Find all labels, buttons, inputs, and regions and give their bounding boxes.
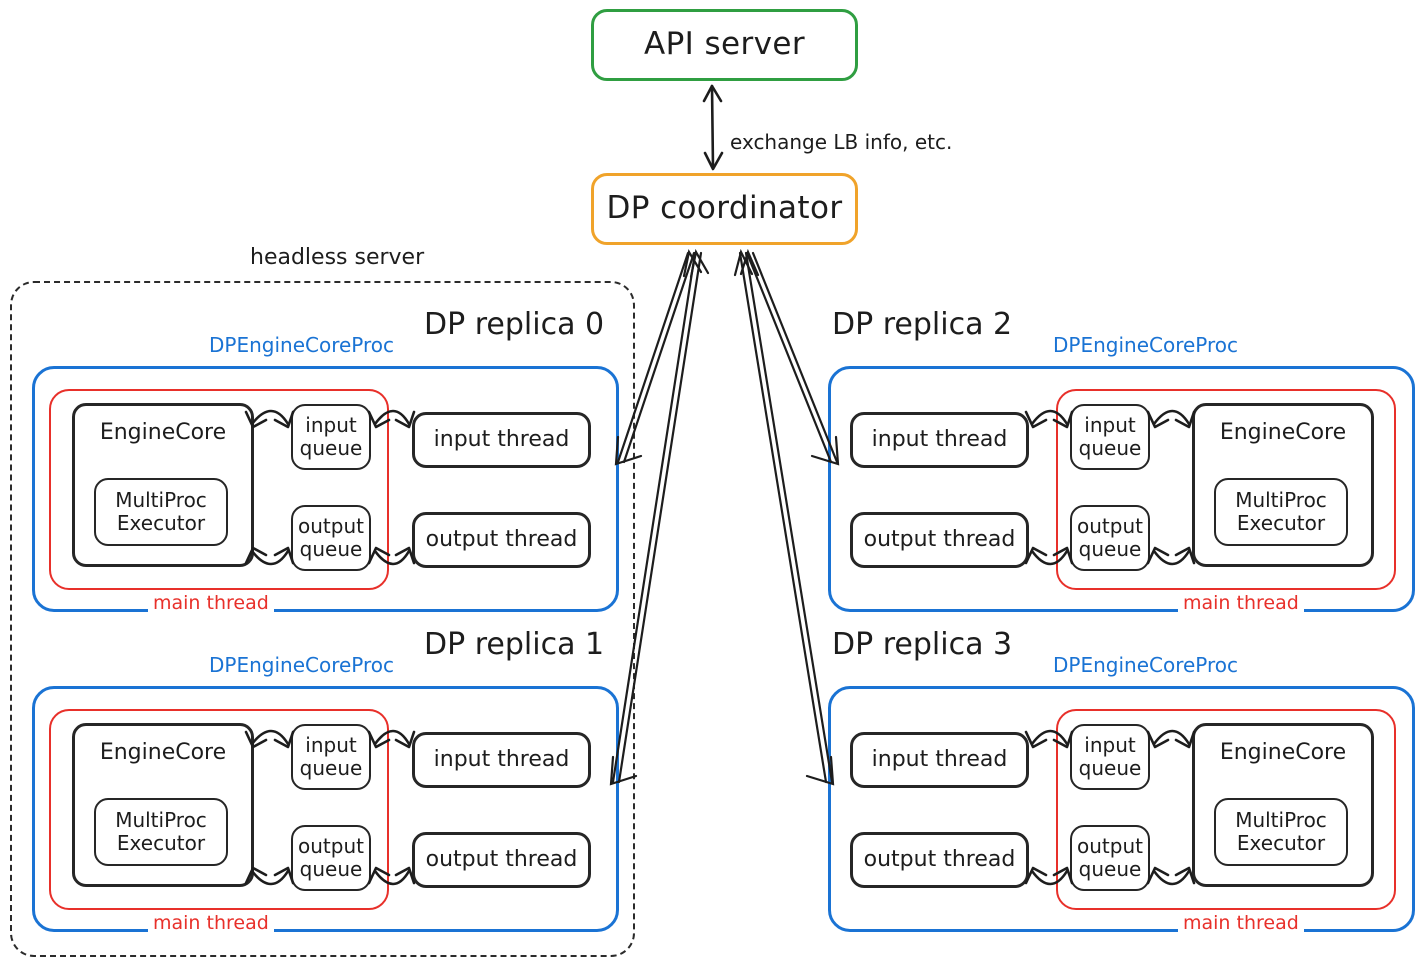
input-queue-line-1: input (305, 733, 357, 757)
replica-2-main-thread-label: main thread (1178, 592, 1304, 614)
input-thread-label: input thread (433, 747, 570, 773)
output-thread-label: output thread (425, 527, 578, 553)
edge-label-exchange-lb-info: exchange LB info, etc. (730, 130, 953, 154)
replica-3-proc-label: DPEngineCoreProc (1053, 653, 1239, 677)
replica-1-engine-core-label: EngineCore (99, 740, 227, 765)
replica-0-proc-label: DPEngineCoreProc (209, 333, 395, 357)
input-thread-label: input thread (871, 747, 1008, 773)
replica-2-output-thread[interactable]: output thread (850, 512, 1029, 568)
input-queue-line-2: queue (1078, 436, 1142, 460)
multiproc-line-1: MultiProc (1235, 488, 1327, 512)
replica-2-multiproc-executor[interactable]: MultiProc Executor (1214, 478, 1348, 546)
replica-3-output-queue[interactable]: output queue (1070, 825, 1150, 891)
replica-2-proc-label: DPEngineCoreProc (1053, 333, 1239, 357)
multiproc-line-2: Executor (1236, 511, 1326, 535)
replica-0-output-queue[interactable]: output queue (291, 505, 371, 571)
input-queue-line-1: input (1084, 733, 1136, 757)
input-queue-line-2: queue (1078, 756, 1142, 780)
replica-1-main-thread-box (49, 709, 389, 910)
replica-3-input-thread[interactable]: input thread (850, 732, 1029, 788)
replica-1-input-queue[interactable]: input queue (291, 724, 371, 790)
replica-2-main-thread-box (1056, 389, 1396, 590)
replica-0-input-queue[interactable]: input queue (291, 404, 371, 470)
input-thread-label: input thread (871, 427, 1008, 453)
arrow-coordinator-to-replica-3 (733, 248, 835, 786)
input-thread-label: input thread (433, 427, 570, 453)
replica-3-main-thread-label: main thread (1178, 912, 1304, 934)
output-queue-line-2: queue (1078, 537, 1142, 561)
replica-2-output-queue[interactable]: output queue (1070, 505, 1150, 571)
replica-3-main-thread-box (1056, 709, 1396, 910)
multiproc-line-1: MultiProc (115, 488, 207, 512)
multiproc-line-2: Executor (116, 831, 206, 855)
replica-3-input-queue[interactable]: input queue (1070, 724, 1150, 790)
replica-3-output-thread[interactable]: output thread (850, 832, 1029, 888)
input-queue-line-2: queue (299, 436, 363, 460)
node-dp-coordinator[interactable]: DP coordinator (591, 173, 858, 245)
replica-0-input-thread[interactable]: input thread (412, 412, 591, 468)
replica-2-title: DP replica 2 (832, 307, 1013, 342)
replica-3-engine-core-label: EngineCore (1219, 740, 1347, 765)
replica-1-output-thread[interactable]: output thread (412, 832, 591, 888)
replica-0-multiproc-executor[interactable]: MultiProc Executor (94, 478, 228, 546)
replica-0-engine-core-label: EngineCore (99, 420, 227, 445)
output-queue-line-1: output (1077, 834, 1143, 858)
node-api-server[interactable]: API server (591, 9, 858, 81)
input-queue-line-1: input (1084, 413, 1136, 437)
multiproc-line-2: Executor (1236, 831, 1326, 855)
arrow-api-to-coordinator (702, 84, 724, 171)
replica-3-title: DP replica 3 (832, 627, 1013, 662)
output-queue-line-2: queue (299, 857, 363, 881)
replica-0-output-thread[interactable]: output thread (412, 512, 591, 568)
output-thread-label: output thread (863, 847, 1016, 873)
replica-1-output-queue[interactable]: output queue (291, 825, 371, 891)
output-queue-line-2: queue (299, 537, 363, 561)
replica-2-input-thread[interactable]: input thread (850, 412, 1029, 468)
multiproc-line-1: MultiProc (1235, 808, 1327, 832)
dp-coordinator-label: DP coordinator (606, 190, 843, 227)
replica-1-proc-label: DPEngineCoreProc (209, 653, 395, 677)
output-queue-line-1: output (1077, 514, 1143, 538)
arrow-coordinator-to-replica-2 (739, 248, 840, 466)
replica-1-main-thread-label: main thread (148, 912, 274, 934)
output-queue-line-2: queue (1078, 857, 1142, 881)
replica-1-title: DP replica 1 (424, 627, 605, 662)
replica-0-title: DP replica 0 (424, 307, 605, 342)
output-thread-label: output thread (863, 527, 1016, 553)
input-queue-line-2: queue (299, 756, 363, 780)
output-queue-line-1: output (298, 834, 364, 858)
multiproc-line-2: Executor (116, 511, 206, 535)
multiproc-line-1: MultiProc (115, 808, 207, 832)
replica-3-multiproc-executor[interactable]: MultiProc Executor (1214, 798, 1348, 866)
replica-1-input-thread[interactable]: input thread (412, 732, 591, 788)
output-thread-label: output thread (425, 847, 578, 873)
replica-0-main-thread-box (49, 389, 389, 590)
api-server-label: API server (643, 26, 806, 63)
replica-1-multiproc-executor[interactable]: MultiProc Executor (94, 798, 228, 866)
input-queue-line-1: input (305, 413, 357, 437)
replica-0-main-thread-label: main thread (148, 592, 274, 614)
output-queue-line-1: output (298, 514, 364, 538)
replica-2-engine-core-label: EngineCore (1219, 420, 1347, 445)
headless-server-label: headless server (250, 245, 425, 270)
replica-2-input-queue[interactable]: input queue (1070, 404, 1150, 470)
